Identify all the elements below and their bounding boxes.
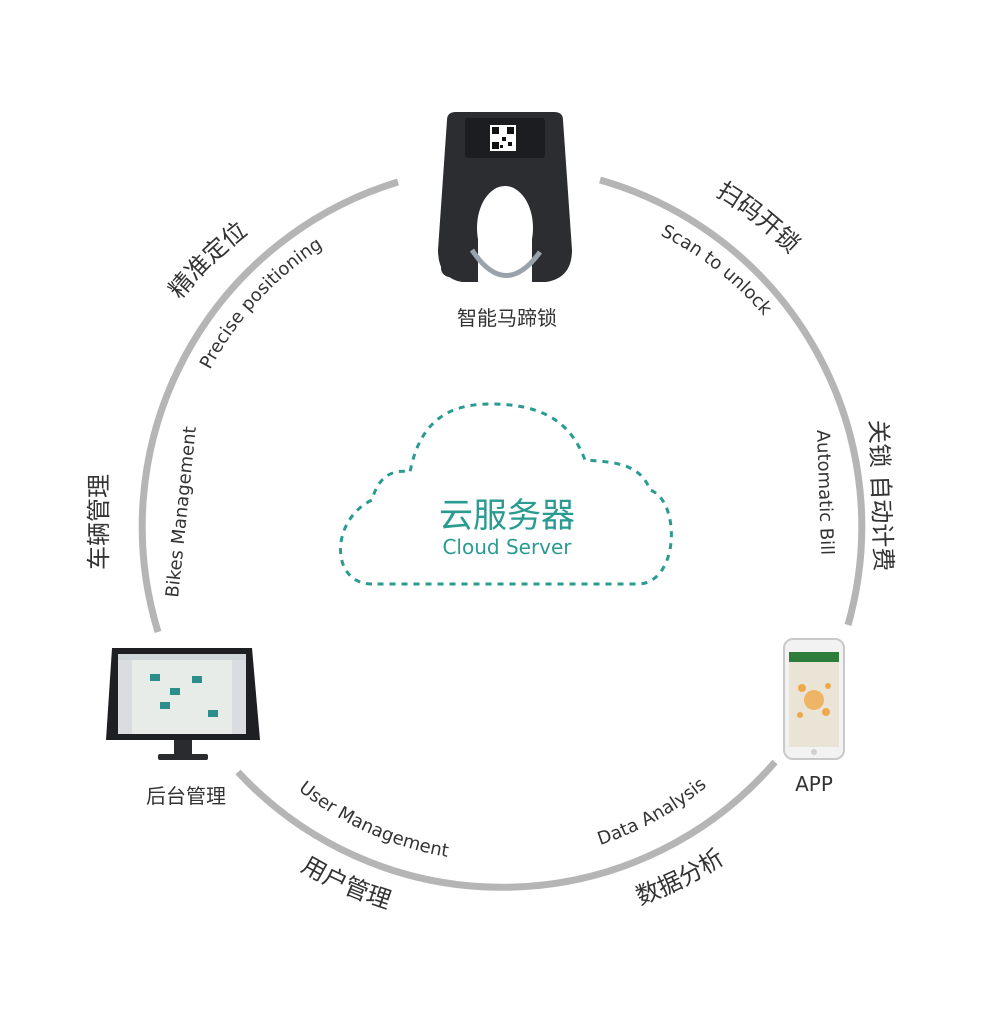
bikes-label-cn: 车辆管理	[85, 474, 113, 570]
bill-label-en: Automatic Bill	[812, 429, 837, 555]
precise-label-cn: 精准定位	[163, 216, 252, 304]
horseshoe-lock-image	[438, 112, 572, 282]
app-phone-image	[783, 638, 845, 760]
user-label-cn: 用户管理	[297, 851, 395, 915]
user-label-en: User Management	[295, 777, 450, 862]
ring-arc-data-user	[235, 759, 778, 891]
cloud-title-en: Cloud Server	[442, 535, 572, 559]
backend-label: 后台管理	[146, 784, 226, 808]
ring-arc-scan-bill	[599, 176, 866, 626]
cloud-title-cn: 云服务器	[439, 496, 575, 536]
lock-opening-icon	[477, 186, 533, 270]
monitor-stand-icon	[158, 754, 208, 760]
map-marker-icon	[804, 690, 824, 710]
bikes-label-en: Bikes Management	[162, 425, 201, 598]
bill-label-cn: 关锁 自动计费	[864, 419, 897, 572]
monitor-screen-icon	[118, 654, 246, 734]
backend-monitor-image	[106, 648, 260, 760]
data-label-en: Data Analysis	[595, 774, 711, 850]
lock-shackle-icon	[469, 248, 543, 278]
app-label: APP	[795, 772, 833, 796]
ring	[138, 176, 866, 891]
lock-label: 智能马蹄锁	[457, 306, 557, 330]
cloud-outline	[339, 402, 673, 586]
phone-header-icon	[789, 652, 839, 662]
ring-arc-bikes-precise	[138, 178, 400, 634]
lock-key-knob-icon	[441, 259, 459, 277]
